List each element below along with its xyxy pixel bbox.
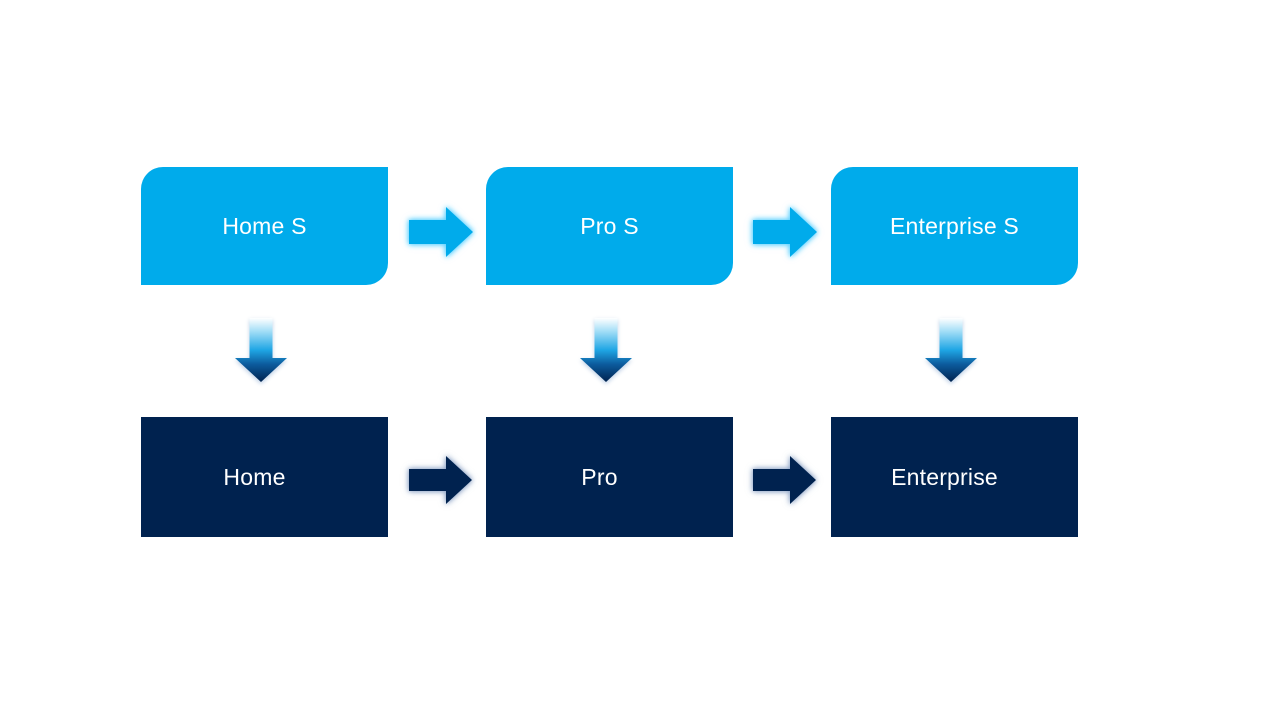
box-home: Home — [141, 417, 388, 537]
arrow-right-icon — [753, 456, 816, 504]
arrow-down-icon — [235, 318, 287, 382]
box-enterprise-s: Enterprise S — [831, 167, 1078, 285]
box-home-s: Home S — [141, 167, 388, 285]
box-enterprise: Enterprise — [831, 417, 1078, 537]
box-label: Pro — [581, 463, 618, 490]
box-pro: Pro — [486, 417, 733, 537]
box-label: Enterprise S — [890, 212, 1019, 239]
box-label: Home — [223, 463, 286, 490]
arrow-right-icon — [409, 207, 473, 257]
box-label: Pro S — [580, 212, 639, 239]
box-pro-s: Pro S — [486, 167, 733, 285]
box-label: Enterprise — [891, 463, 998, 490]
arrow-right-icon — [753, 207, 817, 257]
box-label: Home S — [222, 212, 307, 239]
arrow-down-icon — [925, 318, 977, 382]
arrow-down-icon — [580, 318, 632, 382]
arrow-right-icon — [409, 456, 472, 504]
